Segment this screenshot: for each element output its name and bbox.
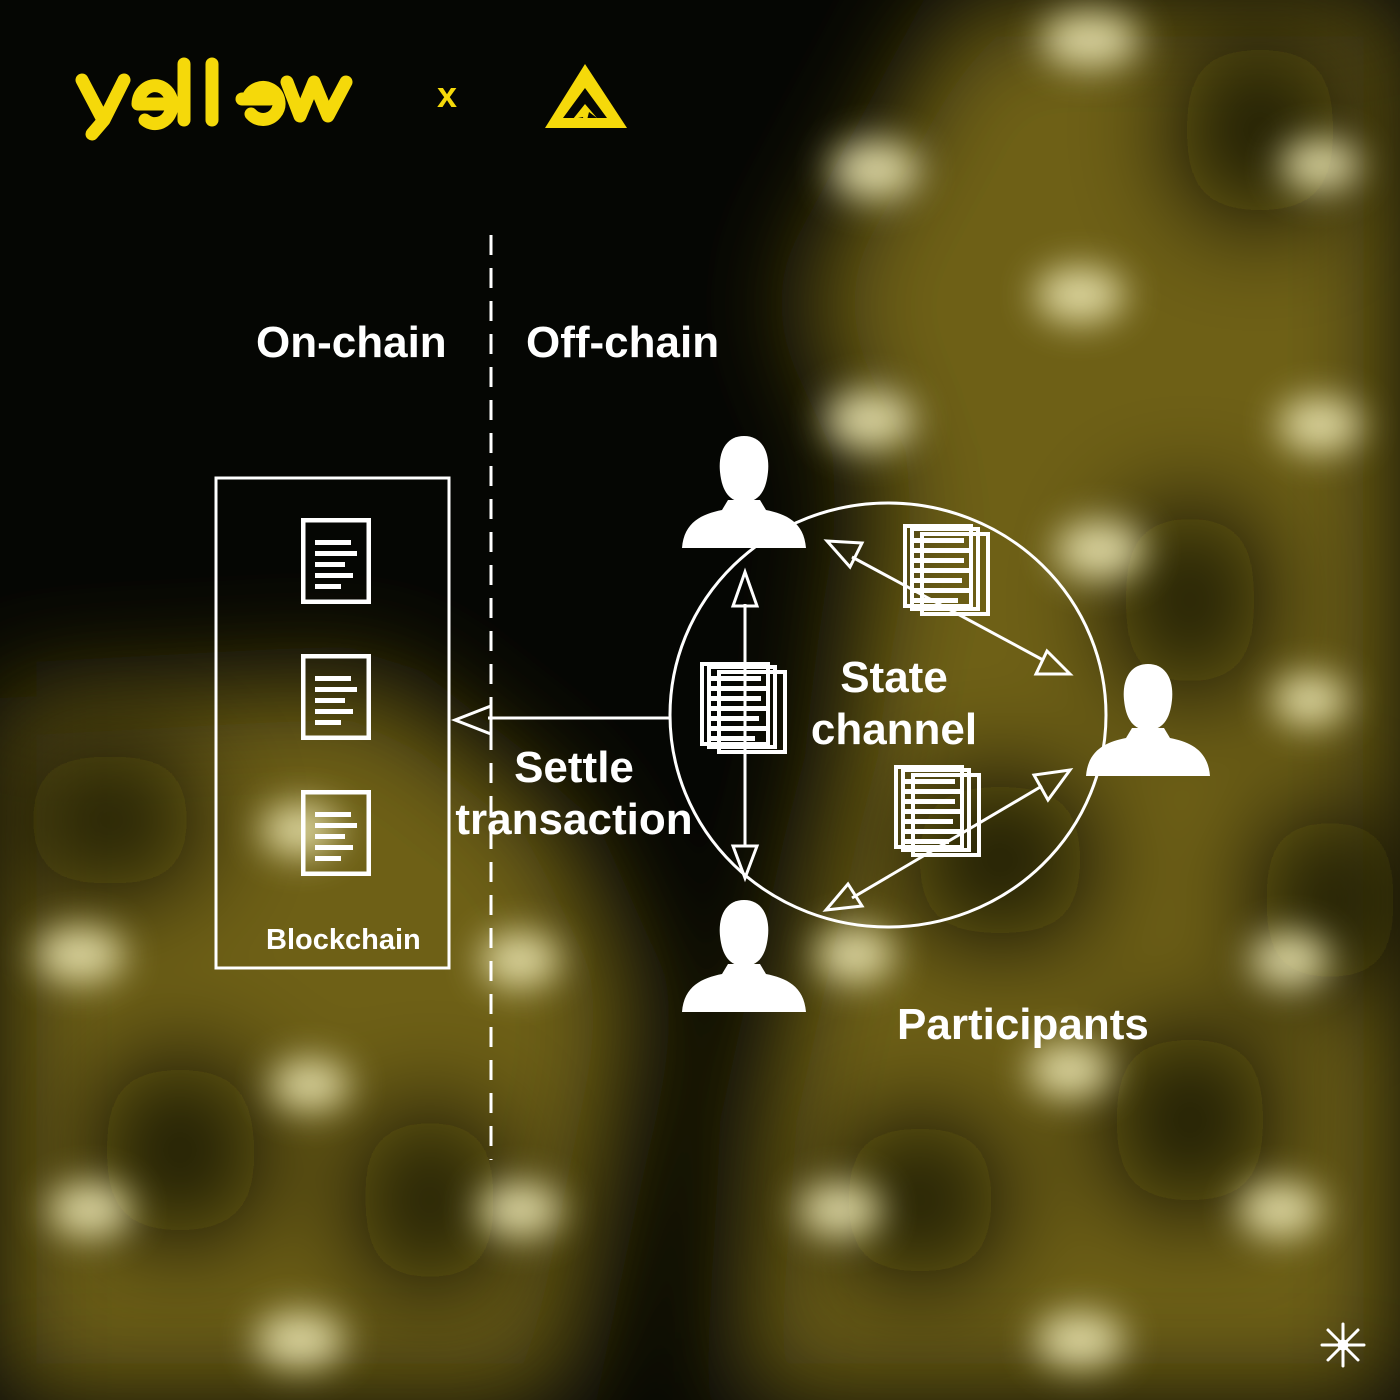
block-1-document-icon	[303, 520, 369, 602]
settle-label-line-1: Settle	[514, 743, 634, 792]
on-chain-label: On-chain	[256, 318, 447, 367]
state-channel-circle	[668, 501, 1108, 929]
block-2-document-icon	[303, 656, 369, 738]
settle-transaction-label: Settle transaction	[452, 742, 696, 846]
yellow-logo	[75, 57, 353, 141]
settle-label-line-2: transaction	[455, 795, 693, 844]
channel-doc-stack-top-icon	[903, 524, 990, 616]
channel-doc-stack-left-icon	[700, 662, 787, 754]
block-3-document-icon	[303, 792, 369, 874]
state-channel-label: State channel	[804, 652, 984, 756]
corner-sparkle-icon	[1320, 1322, 1366, 1368]
logo-separator: x	[437, 74, 458, 115]
off-chain-label: Off-chain	[526, 318, 720, 367]
state-channel-label-line-2: channel	[810, 705, 978, 754]
participants-label: Participants	[897, 1000, 1149, 1049]
participant-top-person-icon	[682, 436, 806, 548]
blockchain-label: Blockchain	[266, 924, 421, 956]
participant-bottom-person-icon	[682, 900, 806, 1012]
settle-arrowhead	[450, 703, 493, 737]
channel-doc-stack-bottom-icon	[894, 765, 981, 857]
vertical-double-arrow	[730, 567, 760, 883]
state-channel-label-line-1: State	[840, 653, 948, 702]
blockchain-box	[214, 476, 451, 970]
partner-triangle-logo	[545, 64, 627, 128]
